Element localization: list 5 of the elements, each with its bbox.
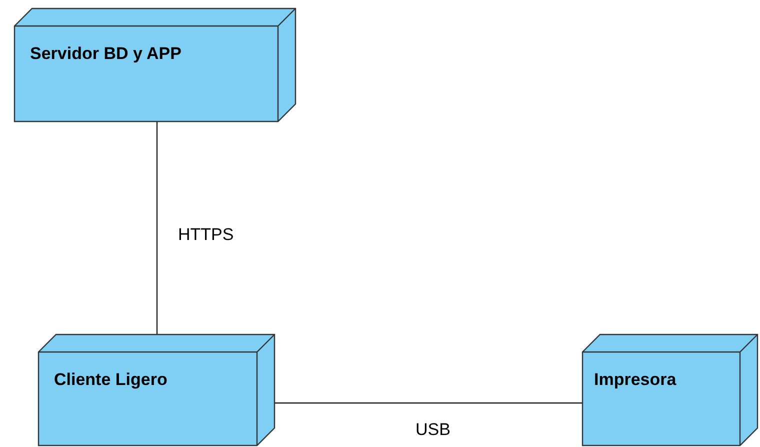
node-title: Impresora xyxy=(594,370,676,390)
connector-line xyxy=(275,402,582,404)
node-title: Servidor BD y APP xyxy=(30,44,182,64)
node-title: Cliente Ligero xyxy=(54,370,168,390)
connector-line xyxy=(156,122,158,334)
